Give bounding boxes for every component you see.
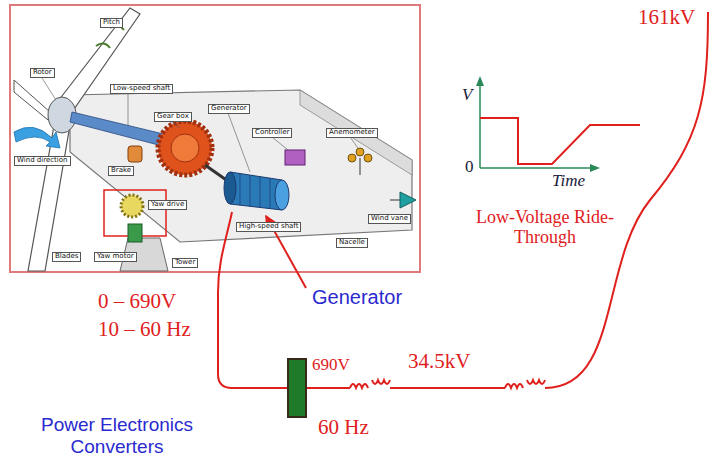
annotation: 690V xyxy=(312,356,350,375)
axis-label: V xyxy=(462,86,472,105)
annotation: 0 – 690V xyxy=(98,290,176,313)
part-name: Generator xyxy=(208,104,250,114)
part-name: Yaw drive xyxy=(148,200,187,210)
part-name: High-speed shaft xyxy=(236,222,301,232)
part-name: Yaw motor xyxy=(94,252,137,262)
annotation: 10 – 60 Hz xyxy=(98,318,191,341)
annotation: 60 Hz xyxy=(318,416,369,439)
part-name: Blades xyxy=(52,252,81,262)
grid-wire xyxy=(307,12,708,388)
annotation: Generator xyxy=(312,286,402,308)
part-name: Wind direction xyxy=(14,156,71,166)
lvrt-graph xyxy=(476,76,640,172)
annotation: 161kV xyxy=(638,6,695,29)
part-name: Pitch xyxy=(100,18,123,28)
part-name: Brake xyxy=(108,166,134,176)
annotation: 34.5kV xyxy=(408,350,470,373)
part-name: Rotor xyxy=(30,68,55,78)
axis-label: Time xyxy=(552,172,585,191)
part-name: Tower xyxy=(172,258,198,268)
wind-turbine-cutaway xyxy=(14,8,416,271)
axis-label: 0 xyxy=(465,158,474,177)
ac-wire xyxy=(218,212,287,388)
part-name: Gear box xyxy=(154,112,192,122)
part-name: Nacelle xyxy=(336,238,368,248)
node-heading: Power Electronics Converters xyxy=(12,414,222,458)
part-name: Anemometer xyxy=(326,128,378,138)
converter-box: Power Electronics Converters xyxy=(287,358,307,418)
part-name: Controller xyxy=(252,128,292,138)
annotation: Low-Voltage Ride-Through xyxy=(470,208,620,248)
picture-frame xyxy=(10,5,420,272)
part-name: Wind vane xyxy=(368,214,411,224)
part-name: Low-speed shaft xyxy=(110,84,173,94)
